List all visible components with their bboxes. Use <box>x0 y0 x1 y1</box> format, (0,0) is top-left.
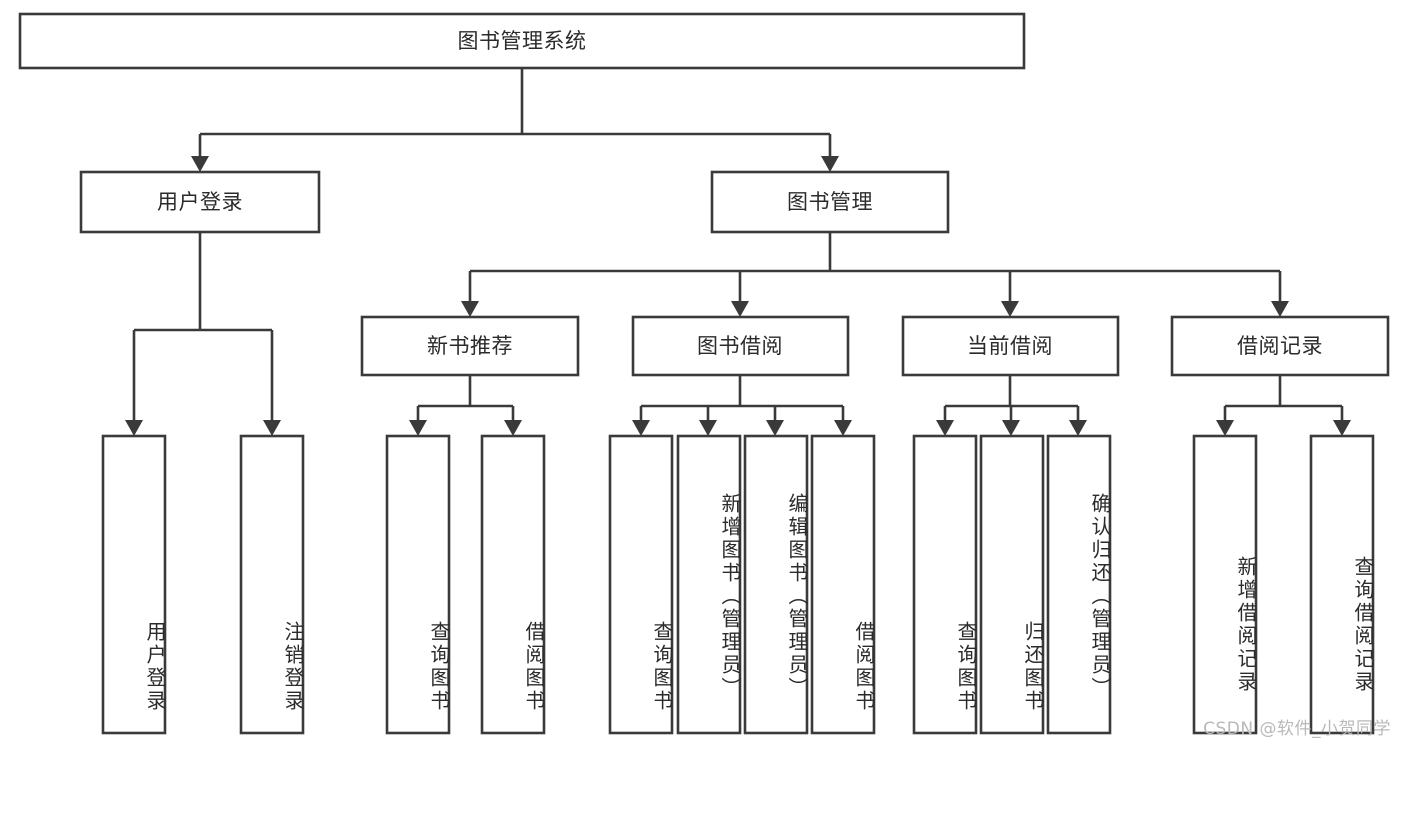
leaf-box-borrow-book-1[interactable] <box>480 434 546 735</box>
leaf-box-add-record[interactable] <box>1192 434 1258 735</box>
leaf-box-query-book-3[interactable] <box>912 434 978 735</box>
arrowhead-leaf-borrow-book-1 <box>504 420 522 436</box>
arrowhead-leaf-query-book-1 <box>409 420 427 436</box>
arrowhead-leaf-add-record <box>1216 420 1234 436</box>
node-current-borrow[interactable]: 当前借阅 <box>901 315 1120 377</box>
arrowhead-leaf-return-book <box>1002 420 1020 436</box>
borrow-record-box <box>1170 315 1390 377</box>
arrowhead-leaf-query-book-2 <box>632 420 650 436</box>
leaf-box-return-book[interactable] <box>979 434 1045 735</box>
leaf-box-edit-book[interactable] <box>743 434 809 735</box>
leaf-box-borrow-book-2[interactable] <box>810 434 876 735</box>
arrowhead-leaf-add-book <box>699 420 717 436</box>
arrowhead-borrow-record <box>1271 301 1289 317</box>
current-borrow-box <box>901 315 1120 377</box>
node-borrow-record[interactable]: 借阅记录 <box>1170 315 1390 377</box>
leaf-box-confirm-return[interactable] <box>1046 434 1112 735</box>
new-book-recommend-label: 新书推荐 <box>427 334 513 358</box>
arrowhead-new-book-recommend <box>461 301 479 317</box>
arrowhead-leaf-confirm-return <box>1069 420 1087 436</box>
arrowhead-book-manage <box>821 156 839 172</box>
new-book-recommend-box <box>360 315 580 377</box>
arrowhead-leaf-query-book-3 <box>936 420 954 436</box>
leaf-box-user-logout[interactable] <box>239 434 305 735</box>
leaf-box-user-login[interactable] <box>101 434 167 735</box>
leaf-box-query-book-1[interactable] <box>385 434 451 735</box>
tree-diagram-svg: 图书管理系统 用户登录 图书管理 <box>18 12 1390 735</box>
book-borrow-box <box>631 315 850 377</box>
root-box <box>18 12 1026 70</box>
current-borrow-label: 当前借阅 <box>967 334 1053 358</box>
book-manage-label: 图书管理 <box>787 190 873 214</box>
arrowhead-leaf-user-logout <box>263 420 281 436</box>
borrow-record-label: 借阅记录 <box>1237 334 1323 358</box>
arrowhead-current-borrow <box>1001 301 1019 317</box>
arrowhead-leaf-borrow-book-2 <box>834 420 852 436</box>
arrowhead-leaf-user-login <box>125 420 143 436</box>
book-manage-box <box>710 170 950 234</box>
csdn-watermark: CSDN @软件_小贺同学 <box>1203 719 1391 739</box>
arrowhead-book-borrow <box>731 301 749 317</box>
node-new-book-recommend[interactable]: 新书推荐 <box>360 315 580 377</box>
node-user-login[interactable]: 用户登录 <box>79 170 321 234</box>
node-root[interactable]: 图书管理系统 <box>18 12 1026 70</box>
arrowhead-leaf-query-record <box>1333 420 1351 436</box>
leaf-box-query-record[interactable] <box>1309 434 1375 735</box>
arrowhead-leaf-edit-book <box>766 420 784 436</box>
root-label: 图书管理系统 <box>458 29 587 53</box>
user-login-label: 用户登录 <box>157 190 243 214</box>
flowchart-canvas: 图书管理系统 用户登录 图书管理 <box>18 12 1391 739</box>
book-borrow-label: 图书借阅 <box>697 334 783 358</box>
arrowhead-user-login <box>191 156 209 172</box>
node-book-borrow[interactable]: 图书借阅 <box>631 315 850 377</box>
leaf-box-add-book[interactable] <box>676 434 742 735</box>
node-book-manage[interactable]: 图书管理 <box>710 170 950 234</box>
leaf-box-query-book-2[interactable] <box>608 434 674 735</box>
